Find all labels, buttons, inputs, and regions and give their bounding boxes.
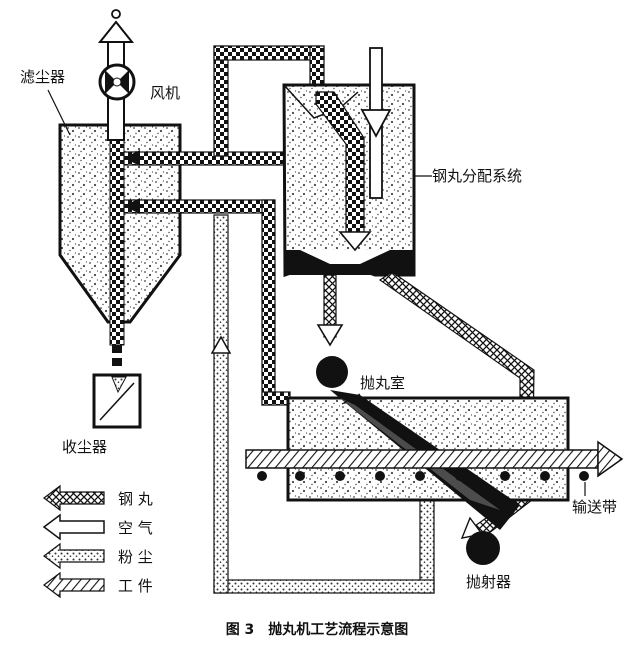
shot-return-loop — [210, 45, 435, 594]
figure-caption: 图 3 抛丸机工艺流程示意图 — [226, 621, 409, 638]
legend-shot-label: 钢 丸 — [118, 490, 153, 508]
conveyor-label: 输送带 — [572, 498, 617, 516]
fan-label: 风机 — [150, 84, 180, 102]
blast-chamber-leader — [341, 393, 361, 405]
shot-distribution-system — [282, 47, 416, 278]
shot-distribution-label: 钢丸分配系统 — [432, 167, 522, 185]
upper-impeller-icon — [316, 356, 348, 388]
shot-arrow-icon — [43, 484, 105, 512]
roller-icon — [540, 471, 550, 481]
legend-workpiece: 工 件 — [43, 571, 153, 599]
dust-collector-label: 收尘器 — [62, 438, 107, 456]
legend-dust: 粉 尘 — [43, 542, 153, 570]
dust-duct-upper — [123, 150, 289, 166]
legend: 钢 丸 空 气 粉 尘 工 件 — [42, 484, 153, 599]
roller-icon — [500, 471, 510, 481]
roller-icon — [335, 471, 345, 481]
blast-wheel-icon — [466, 531, 500, 565]
dust-column — [109, 139, 125, 366]
roller-icon — [455, 471, 465, 481]
roller-icon — [375, 471, 385, 481]
dust-collector — [92, 373, 142, 429]
fan-icon — [98, 63, 136, 101]
shot-feed-pipe — [316, 274, 344, 347]
roller-icon — [295, 471, 305, 481]
legend-air: 空 气 — [42, 513, 153, 541]
roller-icon — [579, 471, 589, 481]
dust-filter-leader — [47, 89, 71, 136]
roller-icon — [415, 471, 425, 481]
dust-filter-label: 滤尘器 — [20, 68, 65, 86]
air-arrow-icon — [42, 513, 105, 541]
dust-duct-lower — [123, 198, 291, 406]
legend-workpiece-label: 工 件 — [118, 577, 153, 595]
blast-wheel-label: 抛射器 — [466, 573, 511, 591]
workpiece-arrow-icon — [43, 571, 105, 599]
conveyor-belt — [245, 440, 624, 481]
blast-chamber-label: 抛丸室 — [360, 374, 405, 392]
legend-shot: 钢 丸 — [43, 484, 153, 512]
legend-dust-label: 粉 尘 — [118, 548, 153, 566]
legend-air-label: 空 气 — [118, 519, 153, 537]
roller-icon — [257, 471, 267, 481]
dust-arrow-icon — [43, 542, 105, 570]
